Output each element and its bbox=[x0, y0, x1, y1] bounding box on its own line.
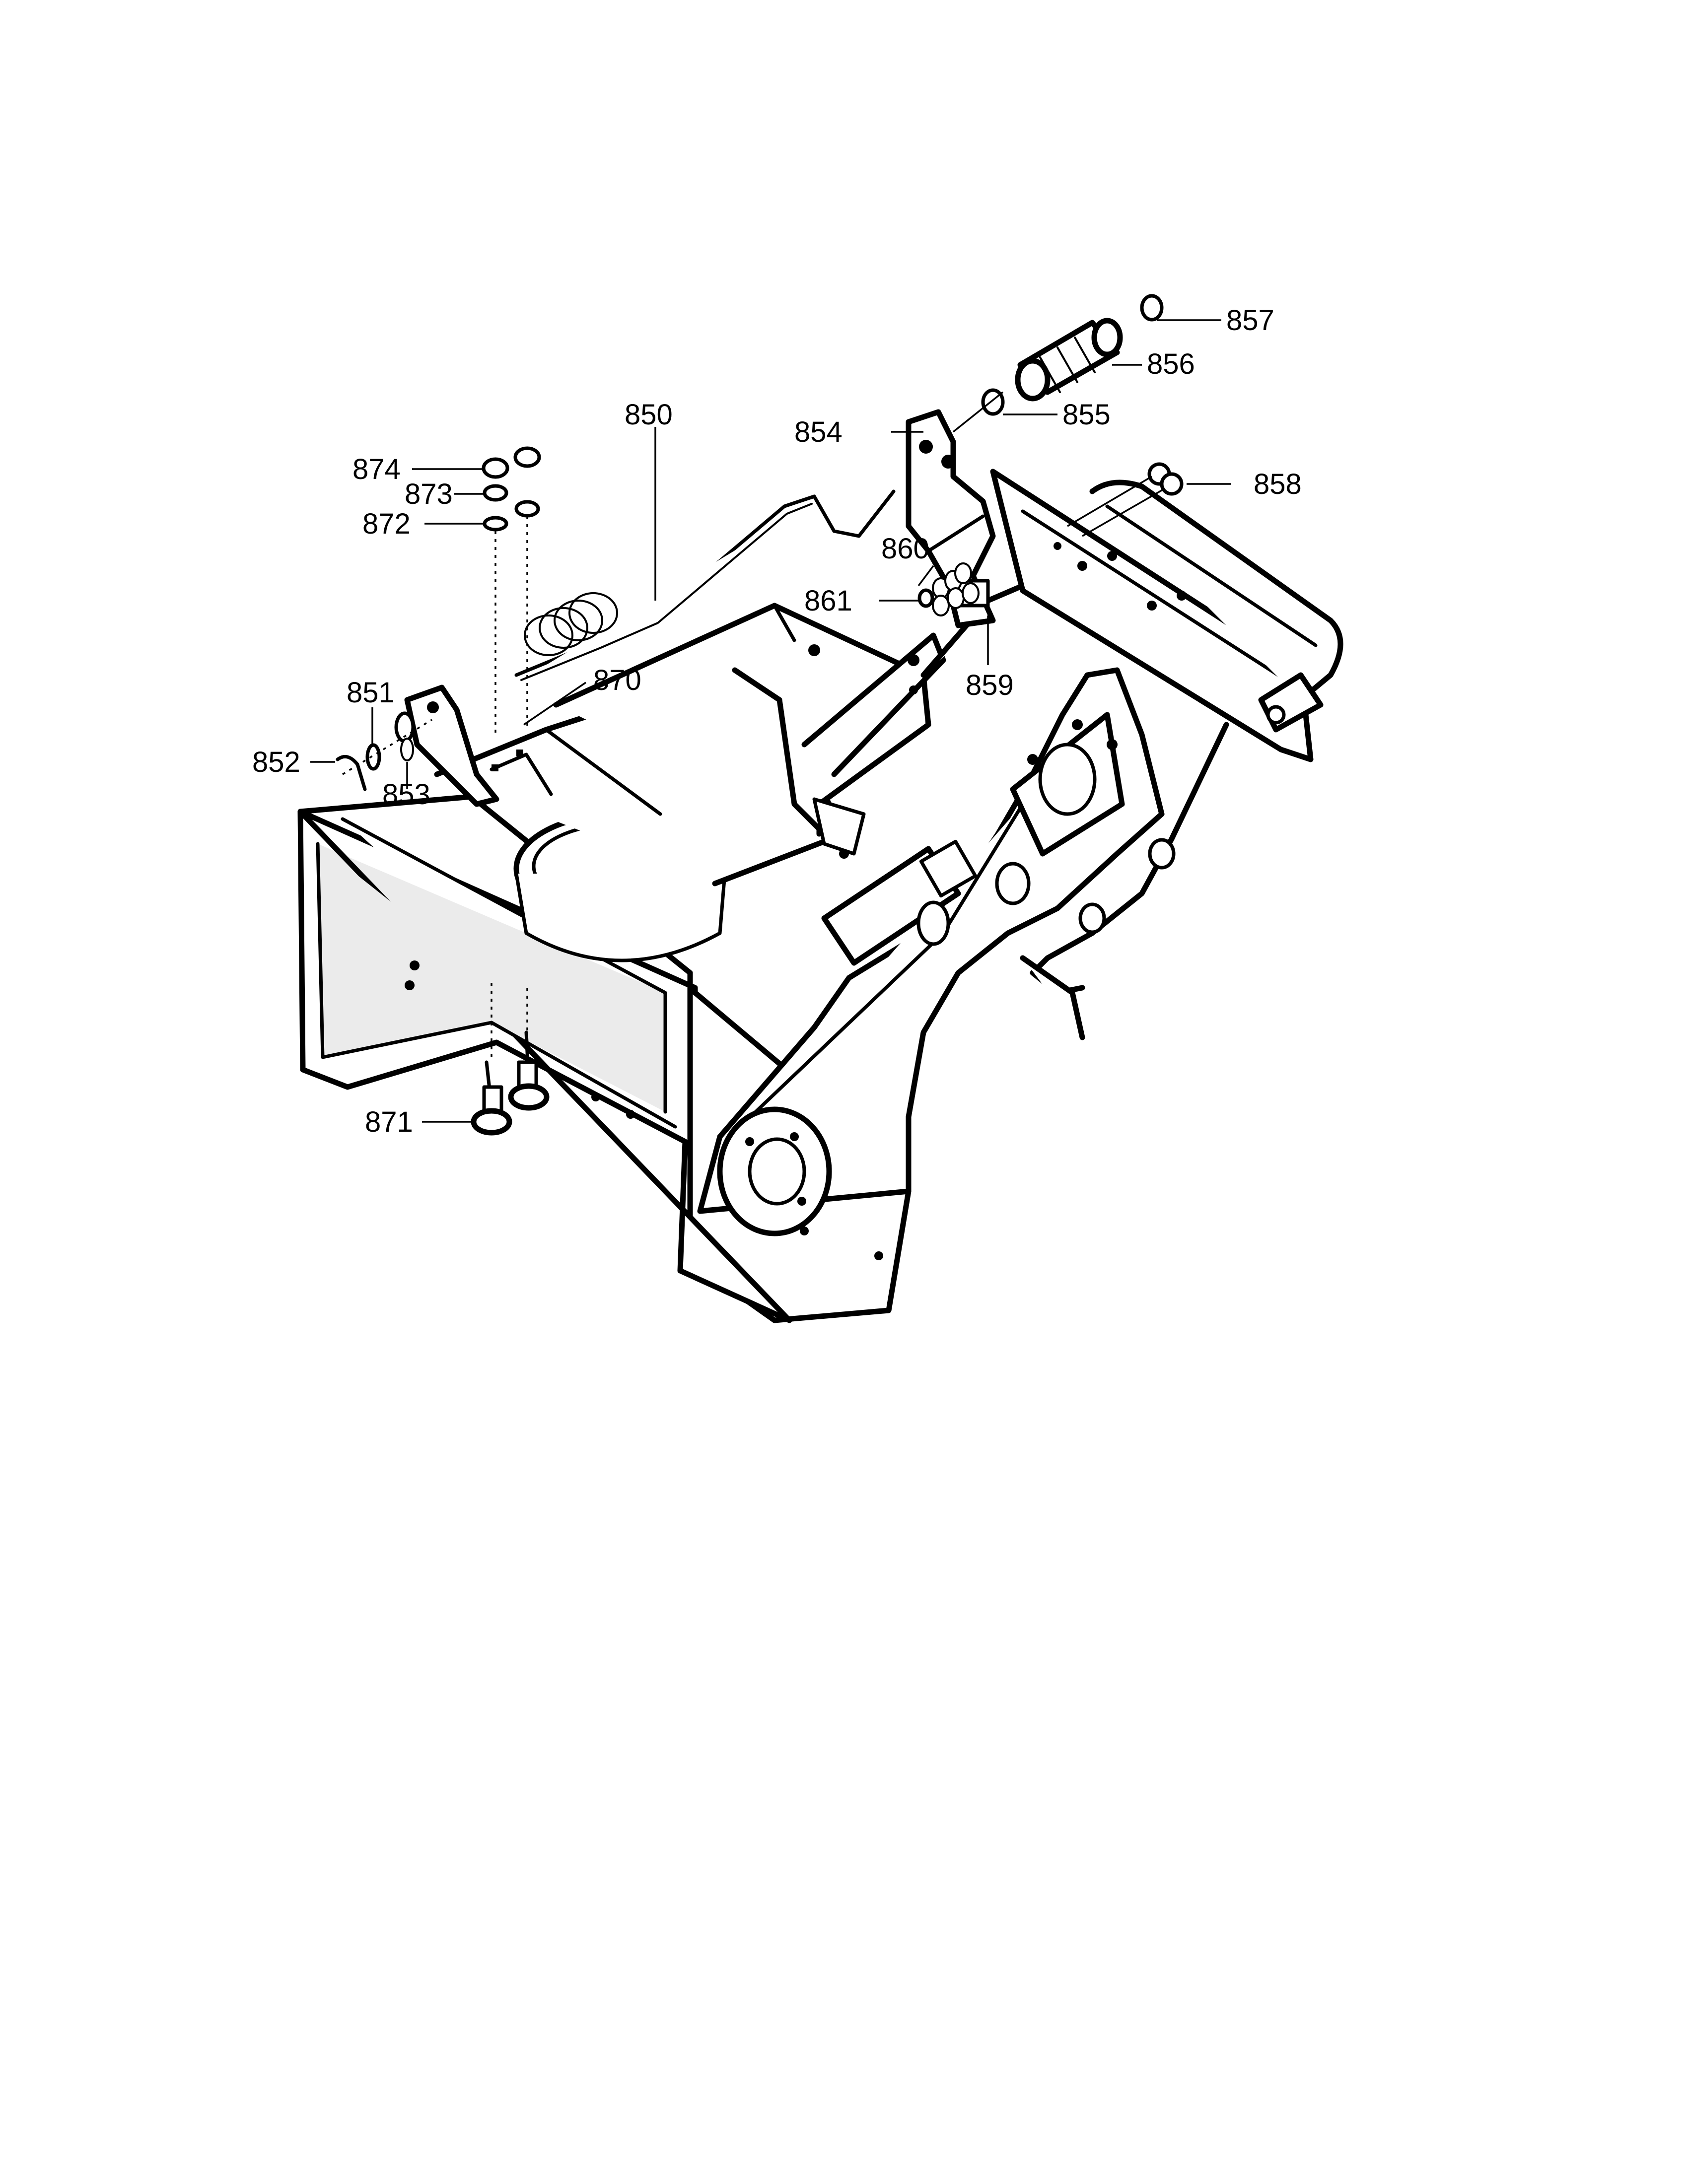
callout-855: 855 bbox=[1062, 399, 1111, 431]
clip-pins-851-853 bbox=[336, 711, 432, 791]
callout-871: 871 bbox=[365, 1106, 413, 1138]
callout-850: 850 bbox=[625, 399, 673, 431]
callout-854: 854 bbox=[794, 416, 843, 448]
callout-856: 856 bbox=[1147, 348, 1195, 380]
callout-859: 859 bbox=[966, 669, 1014, 701]
callout-labels: 857 856 855 854 858 850 860 861 859 874 … bbox=[252, 304, 1302, 1138]
callout-860: 860 bbox=[881, 533, 929, 565]
callout-858: 858 bbox=[1254, 468, 1302, 500]
chute-crank-rod bbox=[514, 489, 896, 681]
bottom-bolts-871 bbox=[471, 983, 550, 1136]
side-plate-right bbox=[697, 667, 1165, 1236]
callout-874: 874 bbox=[352, 453, 401, 485]
spring-coil bbox=[524, 592, 618, 656]
washers-top bbox=[952, 294, 1164, 433]
leader-860 bbox=[917, 565, 934, 587]
callout-853: 853 bbox=[382, 778, 430, 811]
left-bracket bbox=[404, 684, 553, 807]
bolts-858 bbox=[1067, 462, 1184, 537]
leader-870 bbox=[523, 682, 586, 726]
callout-857: 857 bbox=[1226, 304, 1274, 337]
leader-lines bbox=[310, 319, 1231, 1123]
callout-851: 851 bbox=[347, 677, 395, 709]
hardware-860-861 bbox=[917, 562, 980, 616]
spring-bushing bbox=[1015, 318, 1123, 402]
callout-870: 870 bbox=[593, 664, 641, 696]
handle-bracket bbox=[990, 469, 1343, 1040]
nuts-washers-874-872 bbox=[482, 446, 541, 735]
callout-873: 873 bbox=[405, 478, 453, 510]
frame bbox=[553, 583, 1026, 859]
callout-861: 861 bbox=[804, 585, 852, 617]
callout-852: 852 bbox=[252, 746, 300, 778]
callout-872: 872 bbox=[362, 508, 411, 540]
